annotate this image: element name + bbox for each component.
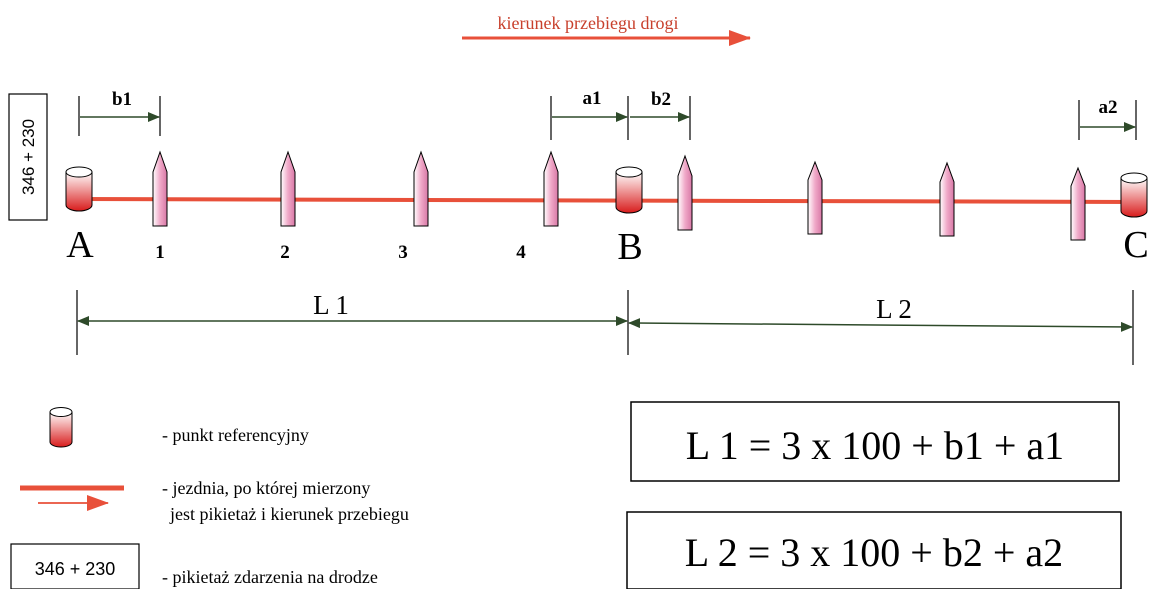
reference-point-a — [65, 166, 93, 212]
label-l2: L 2 — [876, 294, 912, 324]
label-point-c: C — [1123, 224, 1148, 266]
label-a2: a2 — [1099, 97, 1118, 118]
label-b2: b2 — [651, 89, 671, 110]
post-6 — [807, 160, 823, 235]
legend-cylinder-icon — [49, 407, 73, 448]
offset-b1: b1 — [78, 89, 161, 136]
legend-road-line1: - jezdnia, po której mierzony — [162, 478, 370, 498]
post-3 — [413, 150, 429, 227]
post-5 — [677, 154, 693, 231]
post-7 — [939, 161, 955, 237]
label-b1: b1 — [112, 89, 132, 110]
formula-l1: L 1 = 3 x 100 + b1 + a1 — [686, 423, 1064, 468]
post-1 — [152, 150, 168, 227]
legend-road-line2: jest pikietaż i kierunek przebiegu — [169, 504, 409, 524]
legend-chainage-box — [10, 543, 140, 589]
label-point-a: A — [66, 224, 94, 266]
dimension-l2 — [628, 318, 1133, 332]
reference-point-c — [1120, 172, 1148, 218]
legend-reference-point: - punkt referencyjny — [162, 425, 309, 445]
label-post-2: 2 — [280, 242, 290, 263]
label-post-3: 3 — [398, 242, 408, 263]
chainage-box-text: 346 + 230 — [19, 119, 38, 195]
formula-box-l2 — [626, 511, 1122, 589]
post-8 — [1070, 166, 1086, 241]
offset-a1: a1 — [550, 88, 629, 140]
label-post-1: 1 — [155, 242, 165, 263]
legend-chainage-sample: 346 + 230 — [35, 559, 116, 579]
label-point-b: B — [617, 226, 642, 268]
formula-l2: L 2 = 3 x 100 + b2 + a2 — [685, 530, 1063, 575]
label-l1: L 1 — [313, 290, 349, 320]
label-post-4: 4 — [516, 242, 526, 263]
reference-point-b — [615, 166, 643, 214]
direction-label: kierunek przebiegu drogi — [498, 13, 679, 33]
post-2 — [280, 150, 296, 227]
chainage-box — [8, 93, 48, 221]
road-line — [78, 197, 1135, 204]
offset-a2: a2 — [1078, 97, 1137, 140]
legend-chainage-desc: - pikietaż zdarzenia na drodze — [162, 567, 378, 587]
formula-box-l1 — [630, 401, 1120, 482]
post-4 — [543, 150, 559, 227]
label-a1: a1 — [583, 88, 602, 109]
offset-b2: b2 — [630, 89, 691, 140]
